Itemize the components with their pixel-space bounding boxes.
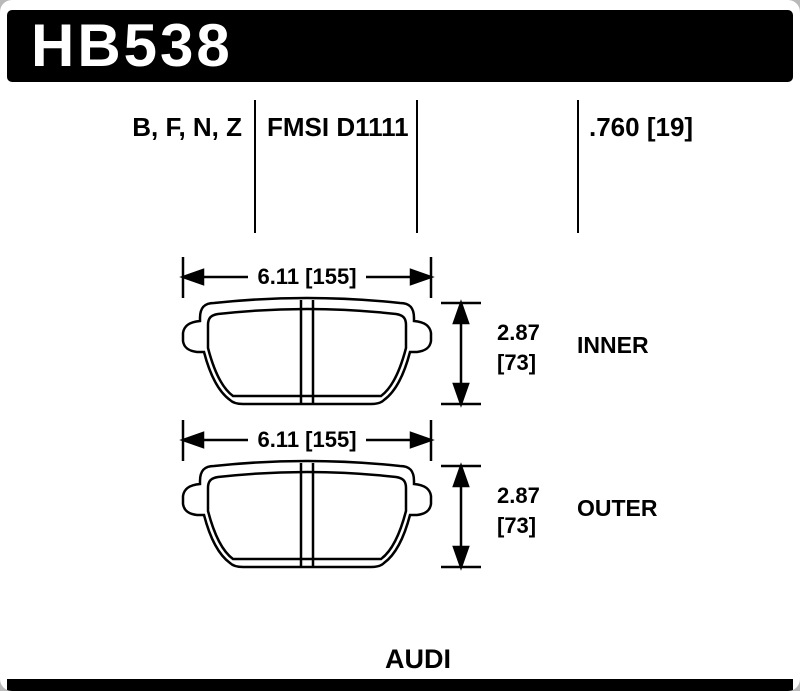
outer-height-dimension-mm: [73] [497, 513, 536, 538]
bottom-bar [7, 679, 793, 691]
pad-thickness: .760 [19] [589, 112, 694, 142]
outer-pad-label: OUTER [577, 495, 658, 521]
outer-height-dimension: 2.87 [497, 483, 540, 508]
vehicle-make: AUDI [385, 644, 451, 674]
outer-width-dimension: 6.11 [155] [257, 427, 356, 452]
inner-pad-label: INNER [577, 332, 649, 358]
part-number-bar: HB538 [7, 10, 793, 82]
inner-height-dimension: 2.87 [497, 320, 540, 345]
fmsi-code: FMSI D1111 [267, 112, 409, 142]
part-number: HB538 [31, 12, 233, 79]
inner-width-dimension: 6.11 [155] [257, 264, 356, 289]
inner-height-dimension-mm: [73] [497, 350, 536, 375]
compound-codes: B, F, N, Z [132, 112, 242, 142]
